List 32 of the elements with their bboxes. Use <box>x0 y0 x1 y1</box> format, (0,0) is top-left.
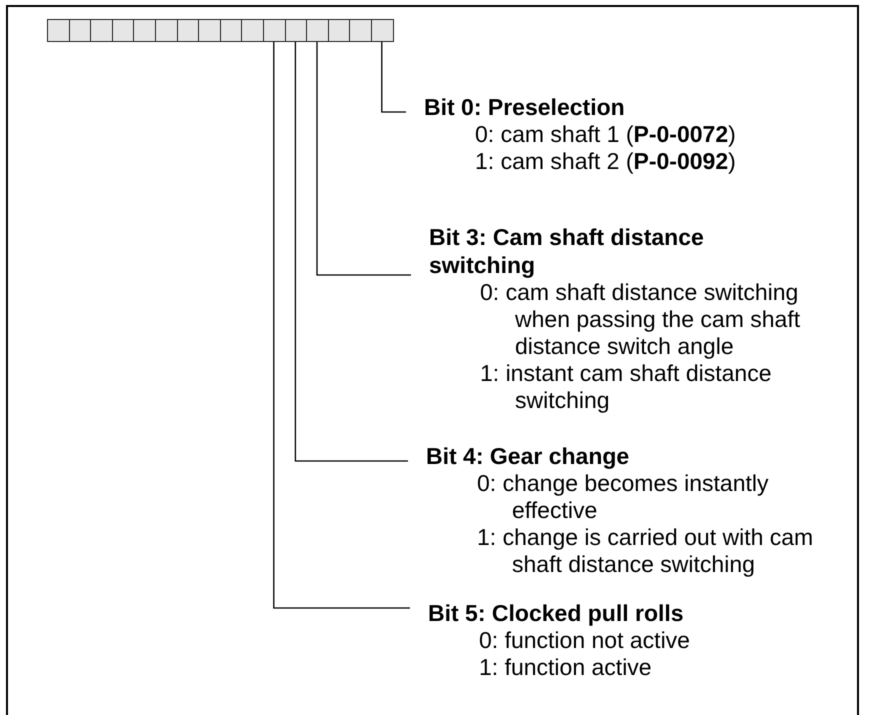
bit-cell <box>112 19 134 42</box>
bit-cell <box>306 19 329 42</box>
bit-cell <box>176 19 200 42</box>
bit-cell <box>220 19 242 42</box>
bit-value-description: 0: cam shaft 1 (P-0-0072) <box>475 121 737 148</box>
bit-cell <box>68 19 92 42</box>
bit-value-description: 0: cam shaft distance switching when passing the cam shaft distance switch angle <box>480 279 802 360</box>
bit-cell <box>133 19 156 42</box>
bit-cell <box>263 19 286 42</box>
bit-cell <box>90 19 113 42</box>
leader-line <box>381 42 406 113</box>
bit-cell <box>198 19 221 42</box>
bit-value-description: 1: function active <box>479 654 653 681</box>
bit-heading: Bit 0: Preselection <box>424 93 626 121</box>
bit-heading: Bit 4: Gear change <box>426 442 630 470</box>
bit-value-description: 1: instant cam shaft distance switching <box>480 360 772 414</box>
bit-cell <box>349 19 372 42</box>
bit-cell <box>284 19 308 42</box>
bit-heading: Bit 3: Cam shaft distance switching <box>429 223 705 279</box>
leader-line <box>273 42 410 609</box>
leader-line <box>316 42 411 276</box>
bit-value-description: 0: change becomes instantly effective <box>477 470 770 524</box>
bit-cell <box>155 19 178 42</box>
bit-cell <box>47 19 70 42</box>
bit-value-description: 1: cam shaft 2 (P-0-0092) <box>475 148 737 175</box>
bit-value-description: 0: function not active <box>479 627 691 654</box>
leader-line <box>294 42 408 462</box>
bit-cell <box>241 19 264 42</box>
bit-value-description: 1: change is carried out with cam shaft distance switching <box>477 524 814 578</box>
bit-cell <box>371 19 394 42</box>
bit-cell <box>328 19 350 42</box>
bit-heading: Bit 5: Clocked pull rolls <box>428 599 685 627</box>
